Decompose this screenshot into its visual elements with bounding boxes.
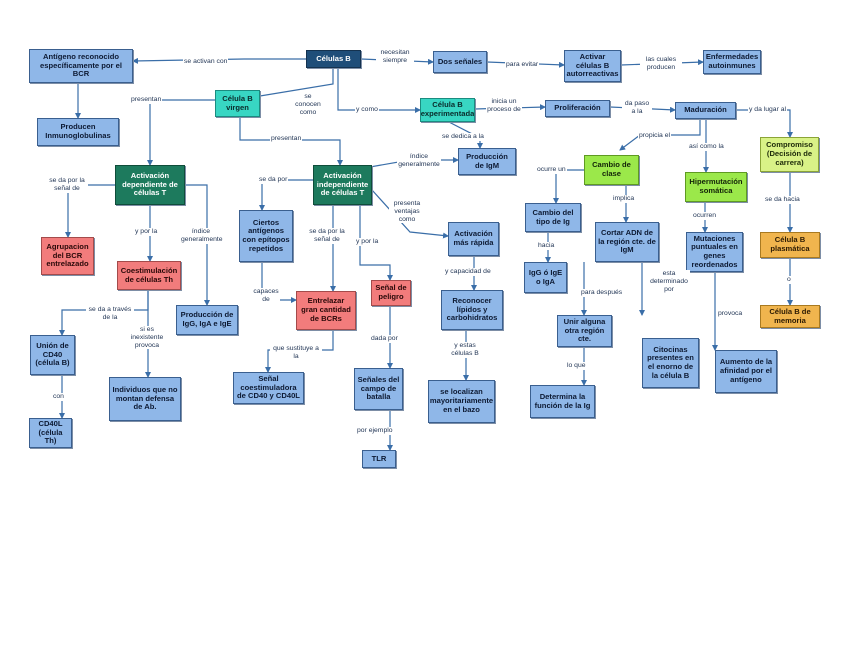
link-label: capaces de <box>252 288 280 304</box>
link-label: y estas células B <box>444 342 486 358</box>
node-hipermutacion: Hipermutación somática <box>685 172 747 202</box>
link-label: por ejemplo <box>356 427 394 435</box>
link-label: o <box>786 276 792 284</box>
link-label: las cuales producen <box>640 56 682 72</box>
link-label: inicia un proceso de <box>486 98 522 114</box>
connector <box>132 57 306 64</box>
node-produccion-igm: Producción de IgM <box>458 148 516 175</box>
link-label: esta determinado por <box>648 270 690 294</box>
node-cortar-adn: Cortar ADN de la región cte. de IgM <box>595 222 659 262</box>
node-produccion-igg: Producción de IgG, IgA e IgE <box>176 305 238 335</box>
node-cambio-de-clase: Cambio de clase <box>584 155 639 185</box>
link-label: hacia <box>537 242 556 250</box>
link-label: lo que <box>566 362 587 370</box>
link-label: ocurre un <box>536 166 567 174</box>
node-agrupacion-bcr: Agrupacion del BCR entrelazado <box>41 237 94 275</box>
link-label: y por la <box>134 228 159 236</box>
node-igg-ige-iga: IgG ó IgE o IgA <box>524 262 567 293</box>
node-celula-b-experimentada: Célula B experimentada <box>420 98 475 122</box>
link-label: implica <box>612 195 636 203</box>
node-citocinas: Citocinas presentes en el enorno de la c… <box>642 338 699 388</box>
node-aumento-afinidad: Aumento de la afinidad por el antígeno <box>715 350 777 393</box>
node-mutaciones: Mutaciones puntuales en genes reordenado… <box>686 232 743 272</box>
link-label: se conocen como <box>290 93 326 117</box>
link-label: y capacidad de <box>444 268 492 276</box>
connector <box>147 99 215 166</box>
node-celula-b-memoria: Célula B de memoria <box>760 305 820 328</box>
node-compromiso: Compromiso (Decisión de carrera) <box>760 137 819 172</box>
node-producen-ig: Producen Inmunoglobulinas <box>37 118 119 146</box>
node-antigeno-reconocido: Antígeno reconocido específicamente por … <box>29 49 133 83</box>
link-label: se da por la señal de <box>46 177 88 193</box>
link-label: índice generalmente <box>180 228 223 244</box>
link-label: presenta ventajas como <box>389 200 425 224</box>
node-dos-senales: Dos señales <box>433 51 487 73</box>
node-coestimulacion: Coestimulación de células Th <box>117 261 181 290</box>
node-mayoritariamente-bazo: se localizan mayoritariamente en el bazo <box>428 380 495 423</box>
link-label: con <box>52 393 65 401</box>
link-label: se da a través de la <box>86 306 134 322</box>
link-label: presentan <box>270 135 303 143</box>
node-ciertos-antigenos: Ciertos antígenos con epítopos repetidos <box>239 210 293 262</box>
link-label: dada por <box>370 335 399 343</box>
node-maduracion: Maduración <box>675 102 736 119</box>
link-label: da paso a la <box>622 100 652 116</box>
node-enfermedades-autoinmunes: Enfermedades autoinmunes <box>703 50 761 74</box>
link-label: ocurren <box>692 212 718 220</box>
connector <box>255 67 334 99</box>
node-activacion-rapida: Activación más rápida <box>448 222 499 256</box>
node-determina-funcion: Determina la función de la Ig <box>530 385 595 418</box>
link-label: que sustituye a la <box>270 345 322 361</box>
node-activacion-dependiente: Activación dependiente de células T <box>115 165 185 205</box>
link-label: se activan con <box>183 58 229 66</box>
node-senal-peligro: Señal de peligro <box>371 280 411 306</box>
node-activar-autorreactivas: Activar células B autorreactivas <box>564 50 621 82</box>
connector <box>736 109 793 138</box>
link-label: y da lugar al <box>748 106 788 114</box>
node-union-cd40: Unión de CD40 (célula B) <box>30 335 75 375</box>
node-unir-region: Unir alguna otra región cte. <box>557 315 612 347</box>
link-label: provoca <box>717 310 744 318</box>
connector <box>259 179 313 211</box>
node-activacion-independiente: Activación independiente de células T <box>313 165 372 205</box>
node-reconocer-lipidos: Reconocer lípidos y carbohidratos <box>441 290 503 330</box>
node-celula-b-plasmatica: Célula B plasmática <box>760 232 820 258</box>
link-label: índice generalmente <box>397 153 441 169</box>
link-label: se da por la señal de <box>307 228 347 244</box>
node-tlr: TLR <box>362 450 396 468</box>
connector <box>65 184 115 238</box>
link-label: se dedica a la <box>441 133 485 141</box>
link-label: para después <box>580 289 624 297</box>
link-label: para evitar <box>505 61 540 69</box>
link-label: propicia el <box>638 132 671 140</box>
connector <box>371 189 449 239</box>
node-senales-campo: Señales del campo de batalla <box>354 368 403 410</box>
node-individuos: Individuos que no montan defensa de Ab. <box>109 377 181 421</box>
node-entrelazar: Entrelazar gran cantidad de BCRs <box>296 291 356 330</box>
connector <box>185 184 210 306</box>
link-label: y como <box>355 106 379 114</box>
connector <box>359 205 393 281</box>
node-proliferacion: Proliferación <box>545 100 610 117</box>
link-label: se da por <box>258 176 289 184</box>
node-celula-b-virgen: Célula B virgen <box>215 90 260 117</box>
link-label: y por la <box>355 238 380 246</box>
node-celulas-b: Células B <box>306 50 361 68</box>
link-label: si es inexistente provoca <box>124 326 170 350</box>
connector <box>337 67 421 113</box>
link-label: presentan <box>130 96 163 104</box>
node-cd40l: CD40L (célula Th) <box>29 418 72 448</box>
connector <box>553 169 584 204</box>
node-senal-coestimuladora: Señal coestimuladora de CD40 y CD40L <box>233 372 304 404</box>
link-label: así como la <box>688 143 725 151</box>
node-cambio-tipo-ig: Cambio del tipo de Ig <box>525 203 581 232</box>
link-label: necesitan siempre <box>376 49 414 65</box>
link-label: se da hacia <box>764 196 801 204</box>
